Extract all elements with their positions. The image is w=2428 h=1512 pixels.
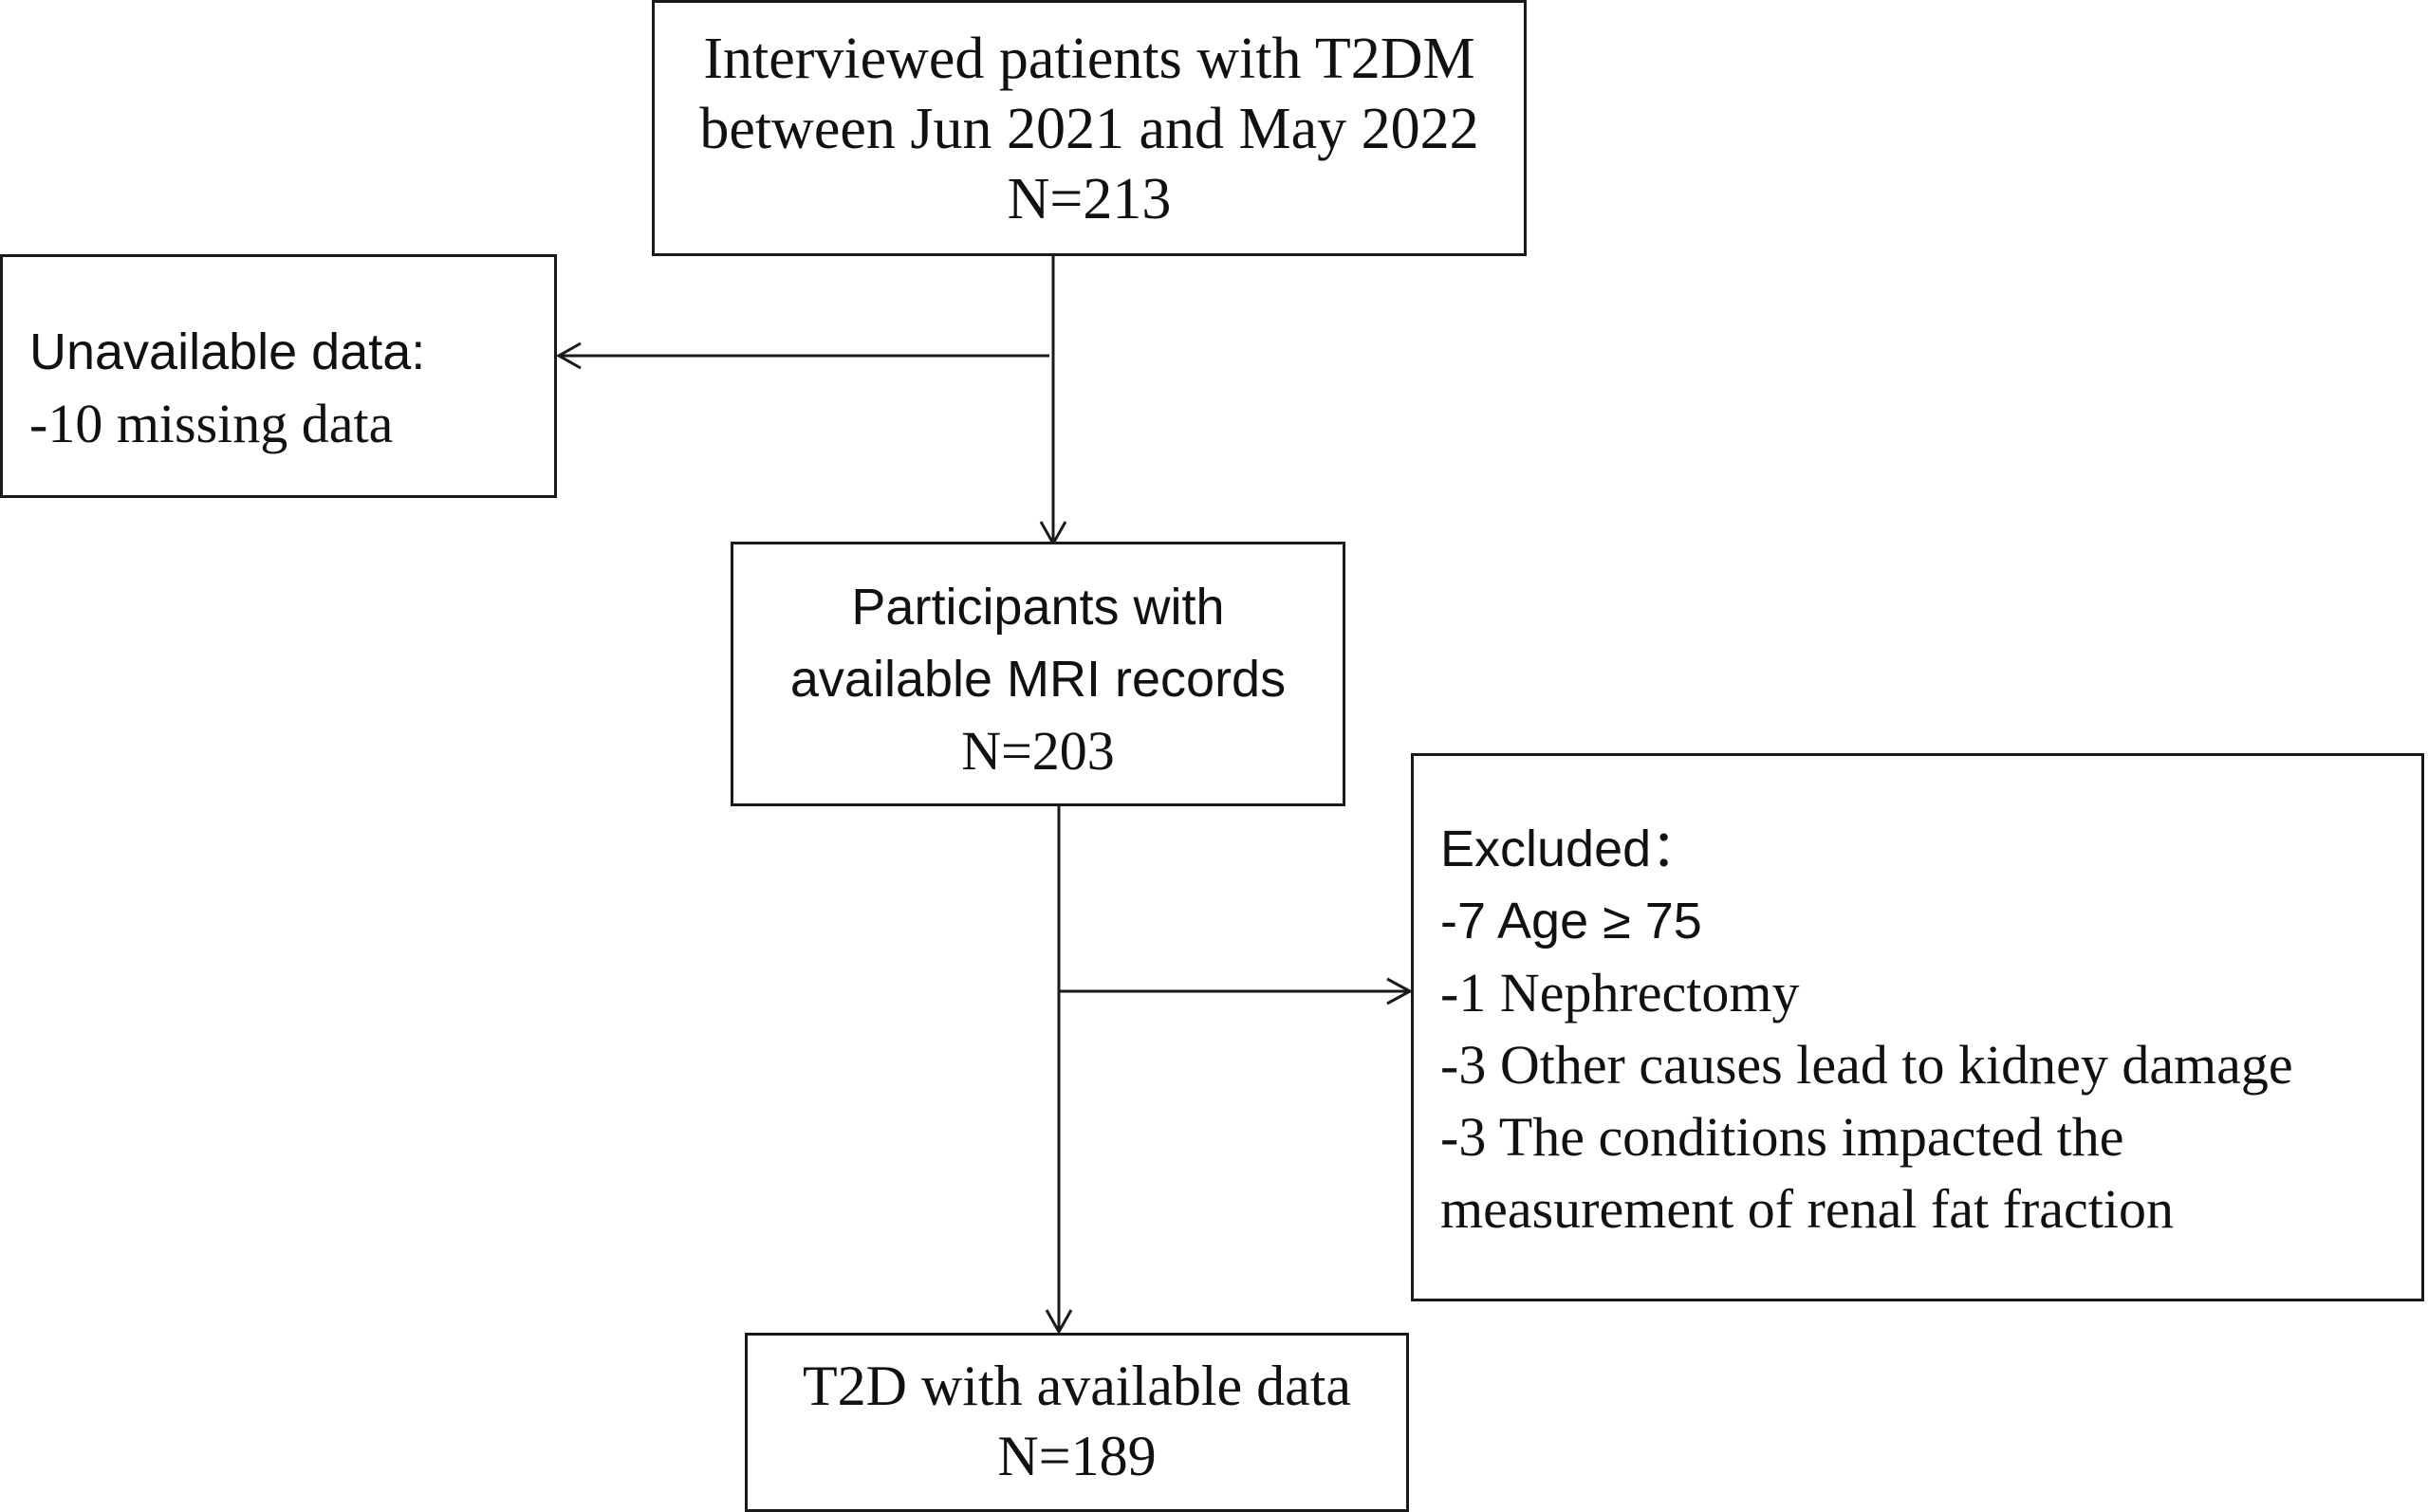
- final-cohort-count: N=189: [997, 1425, 1157, 1487]
- excluded-kidney-damage-item: -3 Other causes lead to kidney damage: [1440, 1034, 2293, 1096]
- participants-label: Participants with: [851, 579, 1225, 636]
- excluded-conditions-item: -3 The conditions impacted the: [1440, 1106, 2124, 1168]
- box-interviewed-patients: Interviewed patients with T2DM between J…: [652, 0, 1527, 256]
- excluded-heading: Excluded：: [1440, 821, 1703, 877]
- arrowhead-final: [1045, 1309, 1073, 1336]
- final-cohort-label: T2D with available data: [802, 1355, 1352, 1417]
- interviewed-count: N=213: [1007, 167, 1172, 231]
- excluded-nephrectomy-item: -1 Nephrectomy: [1440, 962, 1800, 1023]
- box-unavailable-data: Unavailable data: -10 missing data: [0, 254, 557, 498]
- arrowhead-excluded: [1386, 977, 1414, 1005]
- excluded-age-item: -7 Age ≥ 75: [1440, 893, 1702, 950]
- box-participants-mri: Participants with available MRI records …: [731, 542, 1345, 806]
- study-period-label: between Jun 2021 and May 2022: [699, 97, 1479, 161]
- missing-data-item: -10 missing data: [29, 393, 394, 454]
- box-excluded: Excluded： -7 Age ≥ 75 -1 Nephrectomy -3 …: [1411, 753, 2424, 1301]
- mri-records-label: available MRI records: [789, 651, 1287, 708]
- participants-count: N=203: [961, 720, 1115, 782]
- excluded-conditions-item-cont: measurement of renal fat fraction: [1440, 1178, 2174, 1240]
- interviewed-patients-label: Interviewed patients with T2DM: [703, 27, 1475, 91]
- unavailable-heading: Unavailable data:: [29, 323, 426, 380]
- arrowhead-unavailable: [555, 341, 582, 370]
- box-final-cohort: T2D with available data N=189: [745, 1333, 1409, 1512]
